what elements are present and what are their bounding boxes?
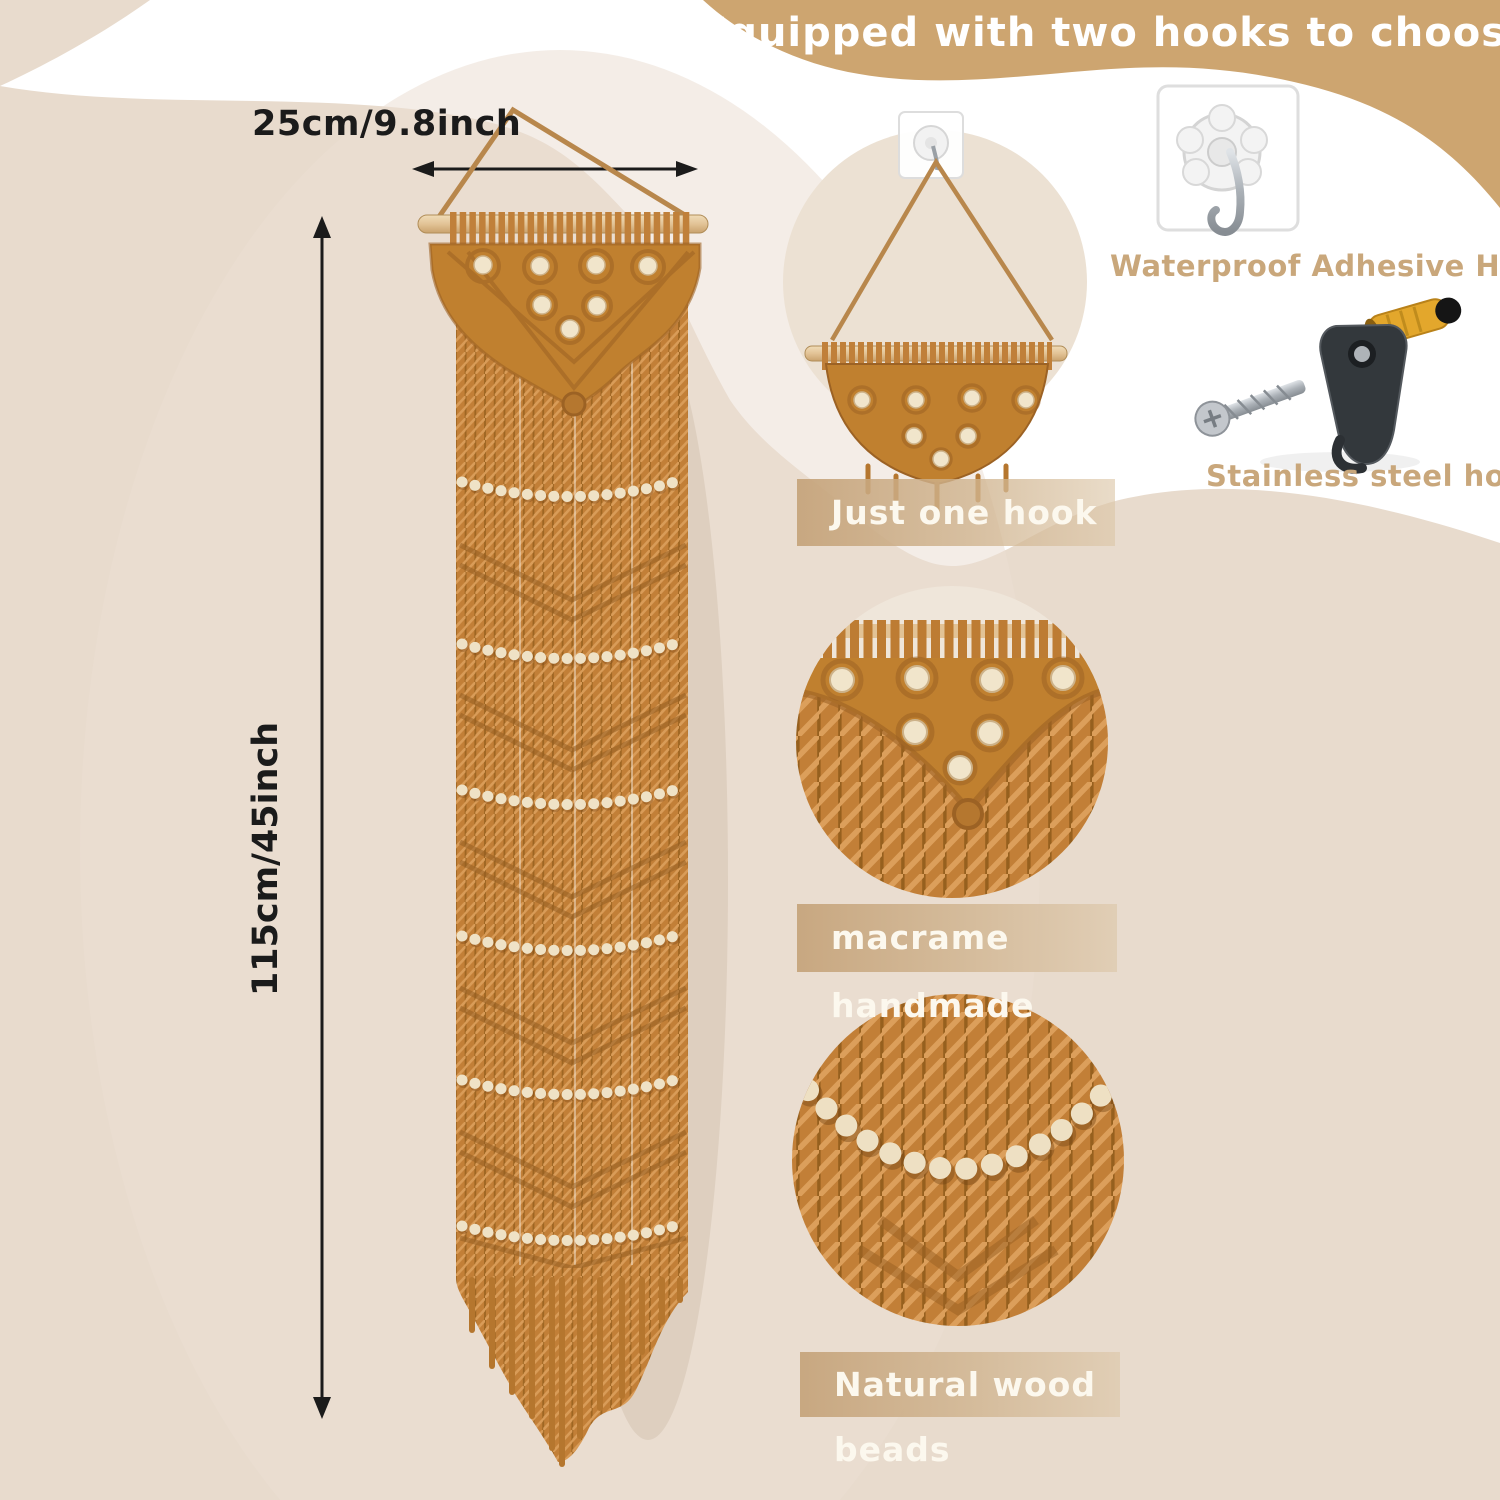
steel-hook-caption: Stainless steel hook bbox=[1206, 459, 1500, 493]
steel-hook-image bbox=[1194, 297, 1462, 474]
center-knot bbox=[561, 391, 587, 417]
woven-top-section bbox=[428, 242, 702, 417]
macrame-strands bbox=[456, 252, 688, 1272]
width-arrow bbox=[412, 161, 698, 177]
callout-macrame-handmade-label: macrame handmade bbox=[831, 918, 1035, 1025]
callout-natural-wood-beads: Natural wood beads bbox=[800, 1352, 1120, 1469]
macrame-wall-hanging-photo bbox=[417, 106, 728, 1467]
height-dimension-label: 115cm/45inch bbox=[246, 721, 286, 997]
wood-beads-top bbox=[473, 255, 658, 339]
macrame-handmade-photo bbox=[796, 586, 1108, 898]
natural-wood-beads-photo bbox=[792, 994, 1124, 1326]
width-dimension-label: 25cm/9.8inch bbox=[252, 104, 522, 144]
callout-just-one-hook: Just one hook bbox=[797, 479, 1115, 546]
hanging-cord bbox=[431, 106, 695, 226]
screw bbox=[1194, 379, 1306, 437]
banner-wave bbox=[703, 0, 1500, 208]
callout-macrame-handmade: macrame handmade bbox=[797, 904, 1117, 1025]
adhesive-hook-image bbox=[1156, 84, 1300, 236]
fringe-bottom bbox=[456, 1268, 688, 1467]
adhesive-hook-small bbox=[898, 111, 964, 179]
chevron-bands bbox=[458, 542, 688, 1271]
flower-base bbox=[1176, 104, 1268, 192]
adhesive-hook-caption: Waterproof Adhesive Hook bbox=[1110, 249, 1500, 283]
black-hook-plate bbox=[1319, 323, 1408, 474]
hanging-cord-small bbox=[830, 157, 1054, 342]
callout-natural-wood-beads-label: Natural wood beads bbox=[834, 1365, 1096, 1469]
top-left-beige-wedge bbox=[0, 0, 150, 86]
wood-beads-closeup bbox=[829, 665, 1076, 781]
metal-hook bbox=[1207, 148, 1245, 236]
banner-title: Equipped with two hooks to choose from bbox=[700, 10, 1500, 56]
callout-just-one-hook-label: Just one hook bbox=[831, 493, 1098, 532]
height-arrow bbox=[313, 216, 331, 1419]
bead-strand-closeup bbox=[797, 1075, 1121, 1180]
bead-strands bbox=[456, 474, 689, 1249]
